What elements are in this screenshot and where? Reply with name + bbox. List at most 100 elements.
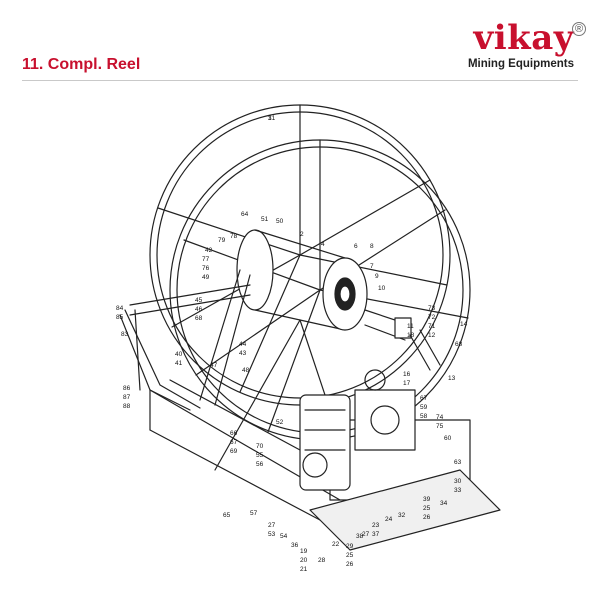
part-callout: 4 [321, 241, 325, 248]
part-callout: 32 [398, 512, 406, 519]
page-title: 11. Compl. Reel [22, 56, 141, 73]
part-callout: 28 [318, 557, 326, 564]
part-callout: 9 [375, 273, 379, 280]
part-callout: 50 [276, 218, 284, 225]
part-callout: 52 [276, 419, 284, 426]
part-callout: 49 [202, 274, 210, 281]
part-callout: 42 [205, 247, 213, 254]
part-callout: 70 [256, 443, 264, 450]
part-callout: 51 [261, 216, 269, 223]
part-callout: 38 [356, 533, 364, 540]
reel-frame [129, 269, 501, 551]
part-callout: 85 [116, 314, 124, 321]
part-callout: 55 [256, 452, 264, 459]
part-callout: 46 [195, 306, 203, 313]
part-callout: 86 [123, 385, 131, 392]
part-callout: 27 [362, 531, 370, 538]
part-callout: 31 [268, 115, 276, 122]
part-callout: 77 [202, 256, 210, 263]
part-callout: 71 [428, 323, 436, 330]
part-callout: 33 [454, 487, 462, 494]
part-callout: 29 [346, 543, 354, 550]
part-callout: 44 [239, 341, 247, 348]
part-callout: 69 [230, 448, 238, 455]
part-callout: 13 [448, 375, 456, 382]
part-callout: 6 [354, 243, 358, 250]
part-callout: 76 [202, 265, 210, 272]
part-callout: 48 [242, 367, 250, 374]
reel-drum [236, 229, 368, 331]
part-callout: 68 [455, 341, 463, 348]
part-callout: 53 [268, 531, 276, 538]
part-callout: 74 [436, 414, 444, 421]
part-callout: 27 [268, 522, 276, 529]
part-callout: 68 [195, 315, 203, 322]
part-callout: 40 [175, 351, 183, 358]
part-callout: 2 [300, 231, 304, 238]
part-callout: 43 [239, 350, 247, 357]
part-callout: 54 [280, 533, 288, 540]
part-callout: 72 [428, 314, 436, 321]
part-callout: 26 [423, 514, 431, 521]
part-callout: 45 [195, 297, 203, 304]
part-callout: 16 [403, 371, 411, 378]
part-callout: 58 [420, 413, 428, 420]
part-callout: 63 [454, 459, 462, 466]
part-callout: 64 [241, 211, 249, 218]
part-callout: 73 [428, 305, 436, 312]
part-callout: 18 [407, 332, 415, 339]
gearbox [354, 369, 416, 451]
part-callout: 22 [332, 541, 340, 548]
part-callout: 11 [407, 323, 414, 330]
part-callout: 66 [230, 430, 238, 437]
part-callout: 7 [370, 263, 374, 270]
drive-motor [299, 394, 351, 491]
part-callout: 37 [372, 531, 380, 538]
registered-mark: ® [572, 22, 586, 36]
part-callout: 34 [440, 500, 448, 507]
part-callout: 19 [300, 548, 308, 555]
part-callout: 84 [116, 305, 124, 312]
part-callout: 78 [230, 233, 238, 240]
header-divider [22, 80, 578, 81]
brand-logo: vikay ® Mining Equipments [414, 18, 586, 78]
part-callout: 20 [300, 557, 308, 564]
brand-tagline: Mining Equipments [467, 58, 574, 70]
part-callout: 30 [454, 478, 462, 485]
part-callout: 14 [460, 321, 468, 328]
part-callout: 75 [436, 423, 444, 430]
reel-illustration: 1645150246879784277764979108485454668737… [116, 104, 501, 573]
part-callout: 1 [268, 115, 272, 122]
part-callout: 88 [123, 403, 131, 410]
part-callout: 25 [423, 505, 431, 512]
part-callout: 57 [250, 510, 258, 517]
brand-wordmark: vikay [473, 18, 574, 58]
part-callout: 21 [300, 566, 308, 573]
part-callout: 56 [256, 461, 264, 468]
shaft-assembly [364, 309, 441, 371]
part-callout: 87 [123, 394, 131, 401]
part-callout: 60 [444, 435, 452, 442]
part-callout: 67 [420, 395, 428, 402]
part-callout: 12 [428, 332, 436, 339]
part-callout: 24 [385, 516, 393, 523]
page-header: 11. Compl. Reel vikay ® Mining Equipment… [0, 0, 600, 90]
part-callout: 23 [372, 522, 380, 529]
part-callout: 65 [223, 512, 231, 519]
part-callout: 39 [423, 496, 431, 503]
part-callout: 26 [346, 561, 354, 568]
part-callout: 36 [291, 542, 299, 549]
part-callout: 79 [218, 237, 226, 244]
part-callout: 10 [378, 285, 386, 292]
part-callout: 41 [175, 360, 183, 367]
part-callout: 25 [346, 552, 354, 559]
part-callout: 83 [121, 331, 129, 338]
part-callout: 8 [370, 243, 374, 250]
hose [119, 309, 201, 411]
part-callout: 67 [230, 439, 238, 446]
part-callout: 17 [403, 380, 411, 387]
part-callout: 59 [420, 404, 428, 411]
part-callout: 47 [210, 362, 218, 369]
